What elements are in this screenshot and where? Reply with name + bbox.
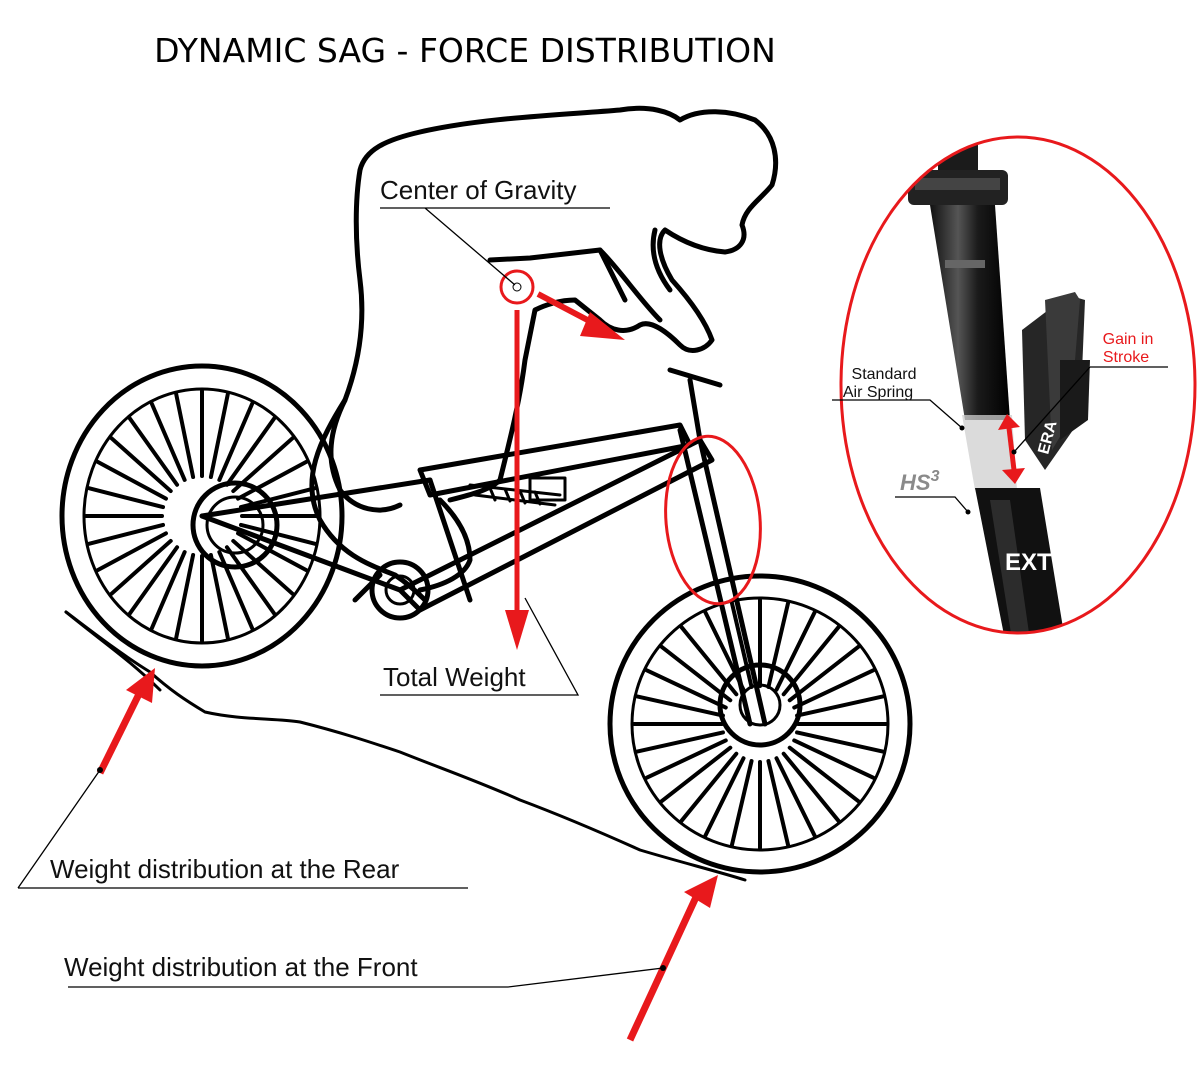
front-wheel-spoke (781, 751, 841, 823)
rear-wheel-spoke (86, 486, 166, 510)
center-of-gravity-ring (499, 269, 535, 305)
gain-label-line2: Stroke (1103, 349, 1149, 366)
rear-wheel-spoke (236, 459, 309, 501)
front-wheel-spoke (766, 759, 791, 847)
front-wheel-spoke (766, 601, 791, 689)
front-wheel-spoke (792, 738, 876, 780)
rear-reaction-arrowhead (126, 668, 155, 703)
total-weight-label: Total Weight (383, 662, 526, 692)
gain-in-stroke-arrow (1006, 427, 1017, 471)
rear-wheel-spoke (174, 552, 196, 640)
front-wheel-spoke (774, 610, 817, 692)
rear-wheel-spoke (127, 416, 180, 487)
gain-label-line1: Gain in (1103, 331, 1154, 348)
rear-wheel-spoke (174, 392, 196, 480)
rear-wheel-spoke (224, 545, 277, 616)
page-title: DYNAMIC SAG - FORCE DISTRIBUTION (154, 31, 776, 70)
front-wheel-spoke (679, 751, 739, 823)
front-wheel-spoke (729, 601, 754, 689)
fork-inset-border (839, 135, 1197, 635)
rear-wheel-spoke (127, 545, 180, 616)
front-wheel-spoke (659, 644, 733, 703)
front-wheel-spoke (729, 759, 754, 847)
front-wheel-spoke (795, 694, 885, 718)
rear-wheel-spoke (217, 401, 255, 482)
total-weight-arrowhead (505, 610, 529, 650)
front-wheel-spoke (787, 644, 861, 703)
cog-leader-line (380, 207, 610, 286)
standard-label-line2: Air Spring (843, 384, 913, 401)
rear-wheel-spoke (86, 522, 166, 546)
fork-inset: ERA EXT HS3 Standard Air Spring Gain in … (832, 135, 1197, 635)
rider-silhouette (328, 105, 779, 513)
front-wheel-spoke (792, 668, 876, 710)
fork-highlight-ring (664, 434, 762, 606)
rear-wheel-spoke (224, 416, 277, 487)
front-wheel-spoke (659, 745, 733, 804)
rear-wheel-spoke (231, 538, 295, 596)
rear-distribution-label: Weight distribution at the Rear (50, 854, 400, 884)
standard-label-line1: Standard (852, 366, 917, 383)
rear-wheel-spoke (109, 538, 173, 596)
total-weight-leader-line (380, 597, 580, 696)
front-reaction-arrowhead (684, 875, 718, 908)
rear-wheel-spoke (149, 550, 187, 631)
rear-wheel-spoke (208, 552, 230, 640)
front-wheel-spoke (787, 745, 861, 804)
rear-reaction-arrow (96, 690, 144, 775)
front-brake-disc (717, 662, 803, 748)
rear-leader-line (17, 769, 468, 889)
front-wheel (607, 573, 913, 875)
rear-cassette (190, 480, 280, 570)
front-leader-line (68, 967, 664, 988)
front-wheel-spoke (795, 730, 885, 754)
ext-logo: EXT (1005, 549, 1052, 576)
front-wheel-spoke (644, 738, 728, 780)
rider-arm (597, 227, 673, 323)
rear-wheel-spoke (236, 531, 309, 573)
rear-wheel-spoke (208, 392, 230, 480)
gain-arrowhead-top (998, 414, 1020, 430)
front-distribution-label: Weight distribution at the Front (64, 952, 418, 982)
forward-force-arrowhead (580, 312, 625, 340)
center-of-gravity-label: Center of Gravity (380, 175, 577, 205)
trail-ground (64, 610, 747, 882)
gain-leader-line (1013, 366, 1168, 453)
standard-leader-line (832, 399, 963, 429)
rear-wheel-spoke (95, 531, 168, 573)
front-wheel-spoke (703, 756, 746, 838)
rear-wheel-spoke (95, 459, 168, 501)
crankset (352, 559, 431, 621)
rear-wheel-spoke (109, 436, 173, 494)
front-wheel-spoke (644, 668, 728, 710)
hs3-leader-line (895, 496, 969, 513)
hs3-logo: HS3 (900, 468, 940, 495)
bike-frame (199, 367, 768, 727)
gain-arrowhead-bottom (1002, 468, 1025, 484)
front-wheel-spoke (635, 694, 725, 718)
front-wheel-spoke (774, 756, 817, 838)
rear-wheel (59, 363, 345, 669)
front-wheel-spoke (635, 730, 725, 754)
rear-wheel-spoke (149, 401, 187, 482)
